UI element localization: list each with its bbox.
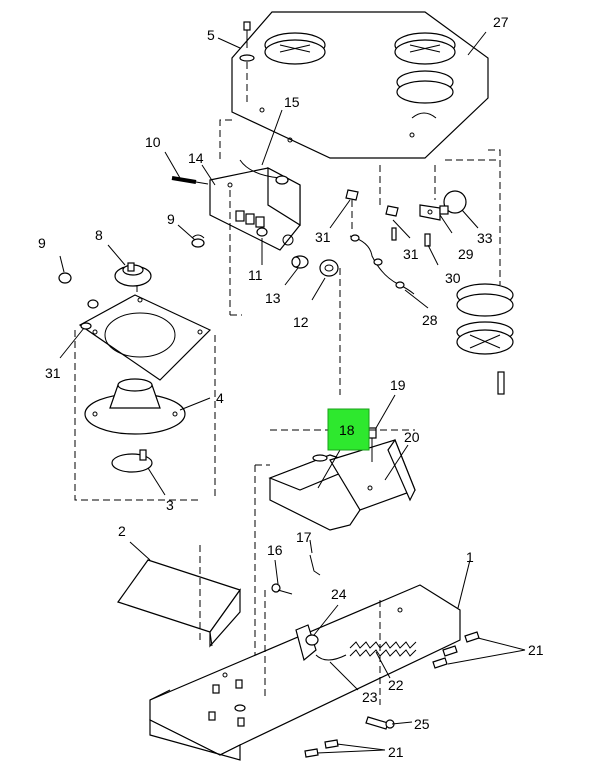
top-plate-27 bbox=[231, 11, 489, 159]
base-plate-1 bbox=[149, 584, 461, 761]
callout-27: 27 bbox=[493, 14, 509, 30]
callout-3: 3 bbox=[166, 497, 174, 513]
grommet-11 bbox=[256, 227, 268, 237]
callout-13: 13 bbox=[265, 290, 281, 306]
callout-17: 17 bbox=[296, 529, 312, 545]
callout-8: 8 bbox=[95, 227, 103, 243]
right-lamp-lower bbox=[456, 321, 514, 395]
pin-16 bbox=[271, 583, 293, 595]
clip-31-upper bbox=[345, 189, 359, 230]
cover-2 bbox=[117, 559, 241, 648]
callout-33: 33 bbox=[477, 230, 493, 246]
pivot-24 bbox=[295, 624, 347, 662]
ring-3 bbox=[111, 449, 153, 473]
callout-5: 5 bbox=[207, 27, 215, 43]
callout-12: 12 bbox=[293, 314, 309, 330]
callout-24: 24 bbox=[331, 586, 347, 602]
cable-28 bbox=[349, 234, 415, 295]
wire-15 bbox=[239, 159, 289, 185]
callout-11: 11 bbox=[248, 267, 263, 283]
callout-1: 1 bbox=[466, 549, 474, 565]
screw-21-right bbox=[432, 631, 480, 669]
callout-2: 2 bbox=[118, 523, 126, 539]
bracket-14 bbox=[209, 167, 301, 316]
callout-10: 10 bbox=[145, 134, 161, 150]
callout-21-right: 21 bbox=[528, 642, 544, 658]
screw-5 bbox=[239, 21, 255, 105]
callout-labels: 5 27 15 10 14 9 11 13 12 31 31 28 29 30 … bbox=[38, 14, 544, 760]
callout-29: 29 bbox=[458, 246, 474, 262]
nut-9-left bbox=[58, 272, 72, 284]
bulb-33 bbox=[439, 190, 467, 215]
screw-30 bbox=[424, 233, 431, 247]
socket-13 bbox=[291, 255, 309, 269]
bolt-25 bbox=[365, 716, 395, 730]
callout-28: 28 bbox=[422, 312, 438, 328]
callout-31-left: 31 bbox=[45, 365, 61, 381]
callout-23: 23 bbox=[362, 689, 378, 705]
callout-9-left: 9 bbox=[38, 235, 46, 251]
callout-22: 22 bbox=[388, 677, 404, 693]
callout-9-middle: 9 bbox=[167, 211, 175, 227]
callout-31-upper: 31 bbox=[315, 229, 331, 245]
bracket-29 bbox=[419, 204, 441, 221]
bracket-20 bbox=[329, 438, 416, 511]
callout-31-right: 31 bbox=[403, 246, 419, 262]
rod-10 bbox=[171, 176, 209, 185]
grommet-12 bbox=[319, 259, 341, 395]
highlight-box-18 bbox=[327, 408, 370, 451]
callout-16: 16 bbox=[267, 542, 283, 558]
leader-lines bbox=[59, 31, 526, 754]
callout-25: 25 bbox=[414, 716, 430, 732]
screw-21-bottom bbox=[304, 739, 339, 758]
spring-22 bbox=[349, 641, 417, 657]
spring-clip-17 bbox=[309, 554, 321, 576]
nut-9-middle bbox=[191, 234, 205, 248]
lens-housing-4 bbox=[84, 378, 186, 435]
callout-14: 14 bbox=[188, 150, 204, 166]
clip-31-right bbox=[385, 205, 399, 241]
callout-15: 15 bbox=[284, 94, 300, 110]
gasket-plate bbox=[78, 294, 212, 381]
lamp-8 bbox=[114, 262, 152, 287]
callout-4: 4 bbox=[216, 390, 224, 406]
callout-21-bottom: 21 bbox=[388, 744, 404, 760]
callout-18: 18 bbox=[339, 422, 355, 438]
callout-30: 30 bbox=[445, 270, 461, 286]
callout-20: 20 bbox=[404, 429, 420, 445]
right-lamp-upper bbox=[456, 283, 514, 317]
callout-19: 19 bbox=[390, 377, 406, 393]
